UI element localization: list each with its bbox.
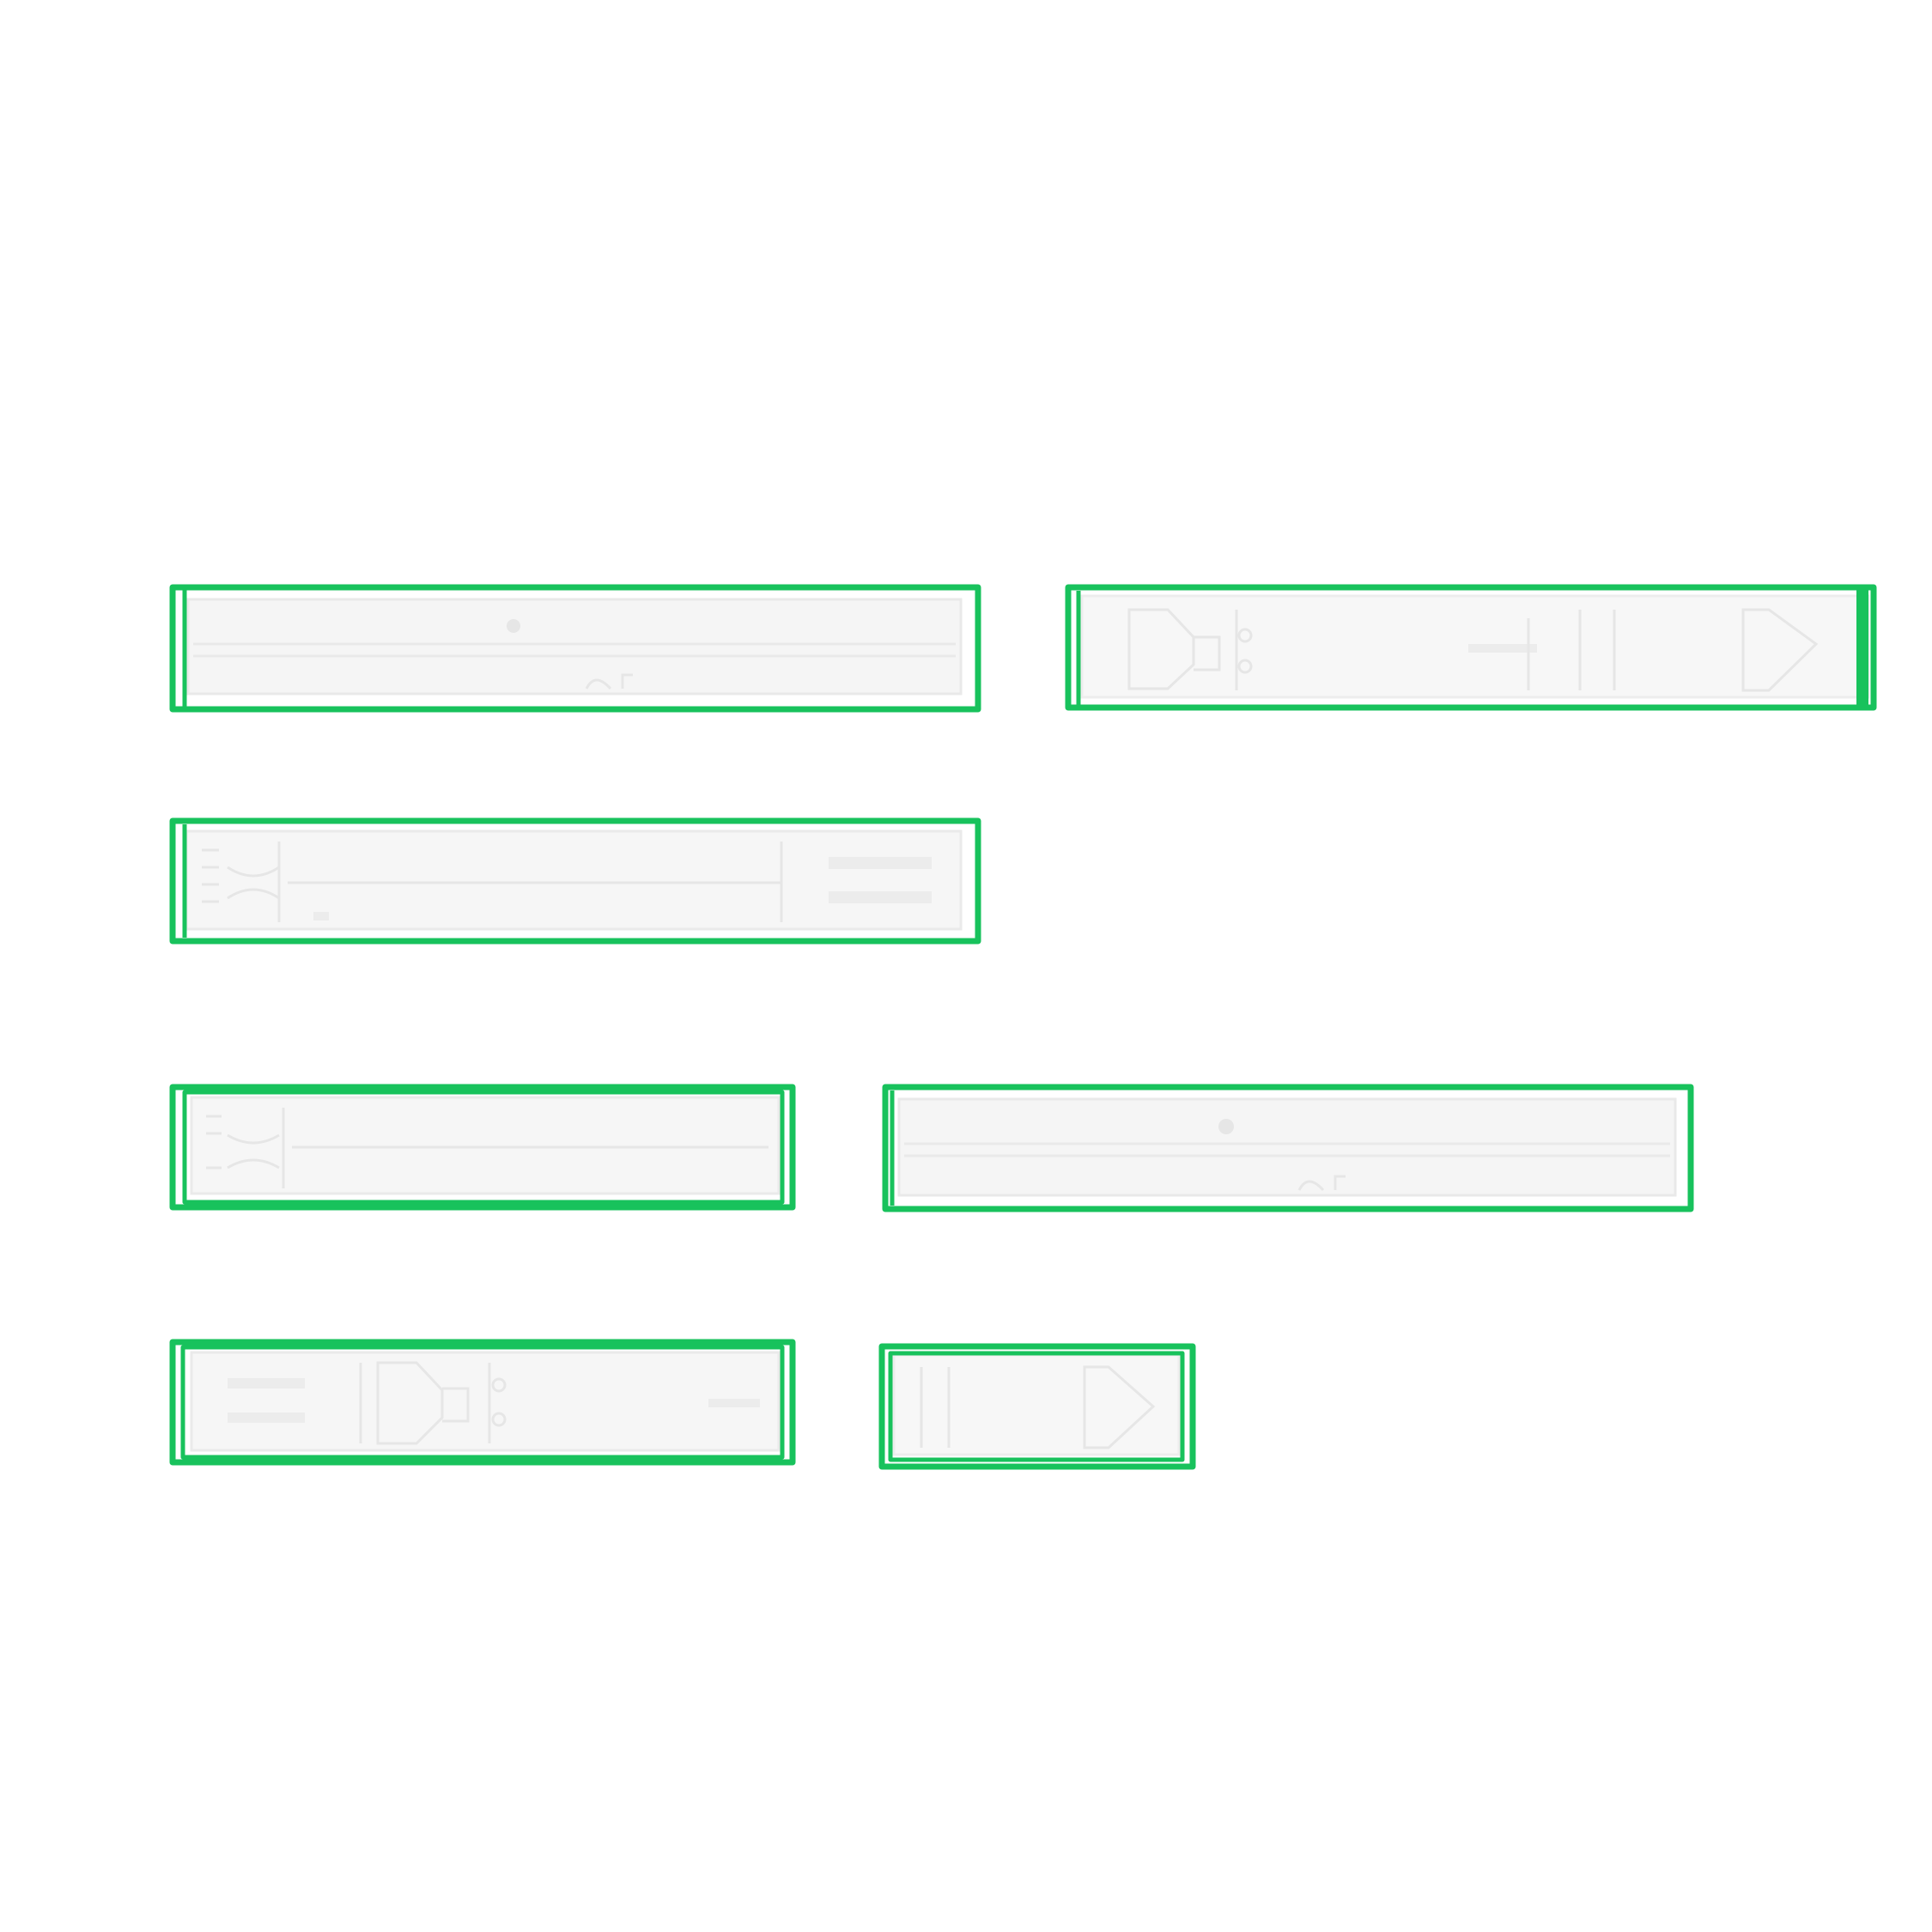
rocket-segment-2	[1065, 584, 1880, 713]
rocket-segment-1	[167, 584, 983, 713]
segment-1-graphic	[169, 584, 981, 713]
segment-2-graphic	[1065, 584, 1877, 711]
rocket-segment-5	[880, 1084, 1696, 1212]
rocket-segment-6	[167, 1337, 799, 1467]
segment-7-graphic	[878, 1343, 1196, 1470]
segment-6-graphic	[169, 1339, 796, 1466]
segment-4-graphic	[169, 1084, 796, 1211]
rocket-segment-3	[167, 816, 983, 946]
segment-3-graphic	[169, 817, 981, 945]
segment-5-graphic	[882, 1084, 1694, 1212]
rocket-segment-4	[167, 1082, 799, 1212]
rocket-segment-7	[878, 1341, 1199, 1472]
